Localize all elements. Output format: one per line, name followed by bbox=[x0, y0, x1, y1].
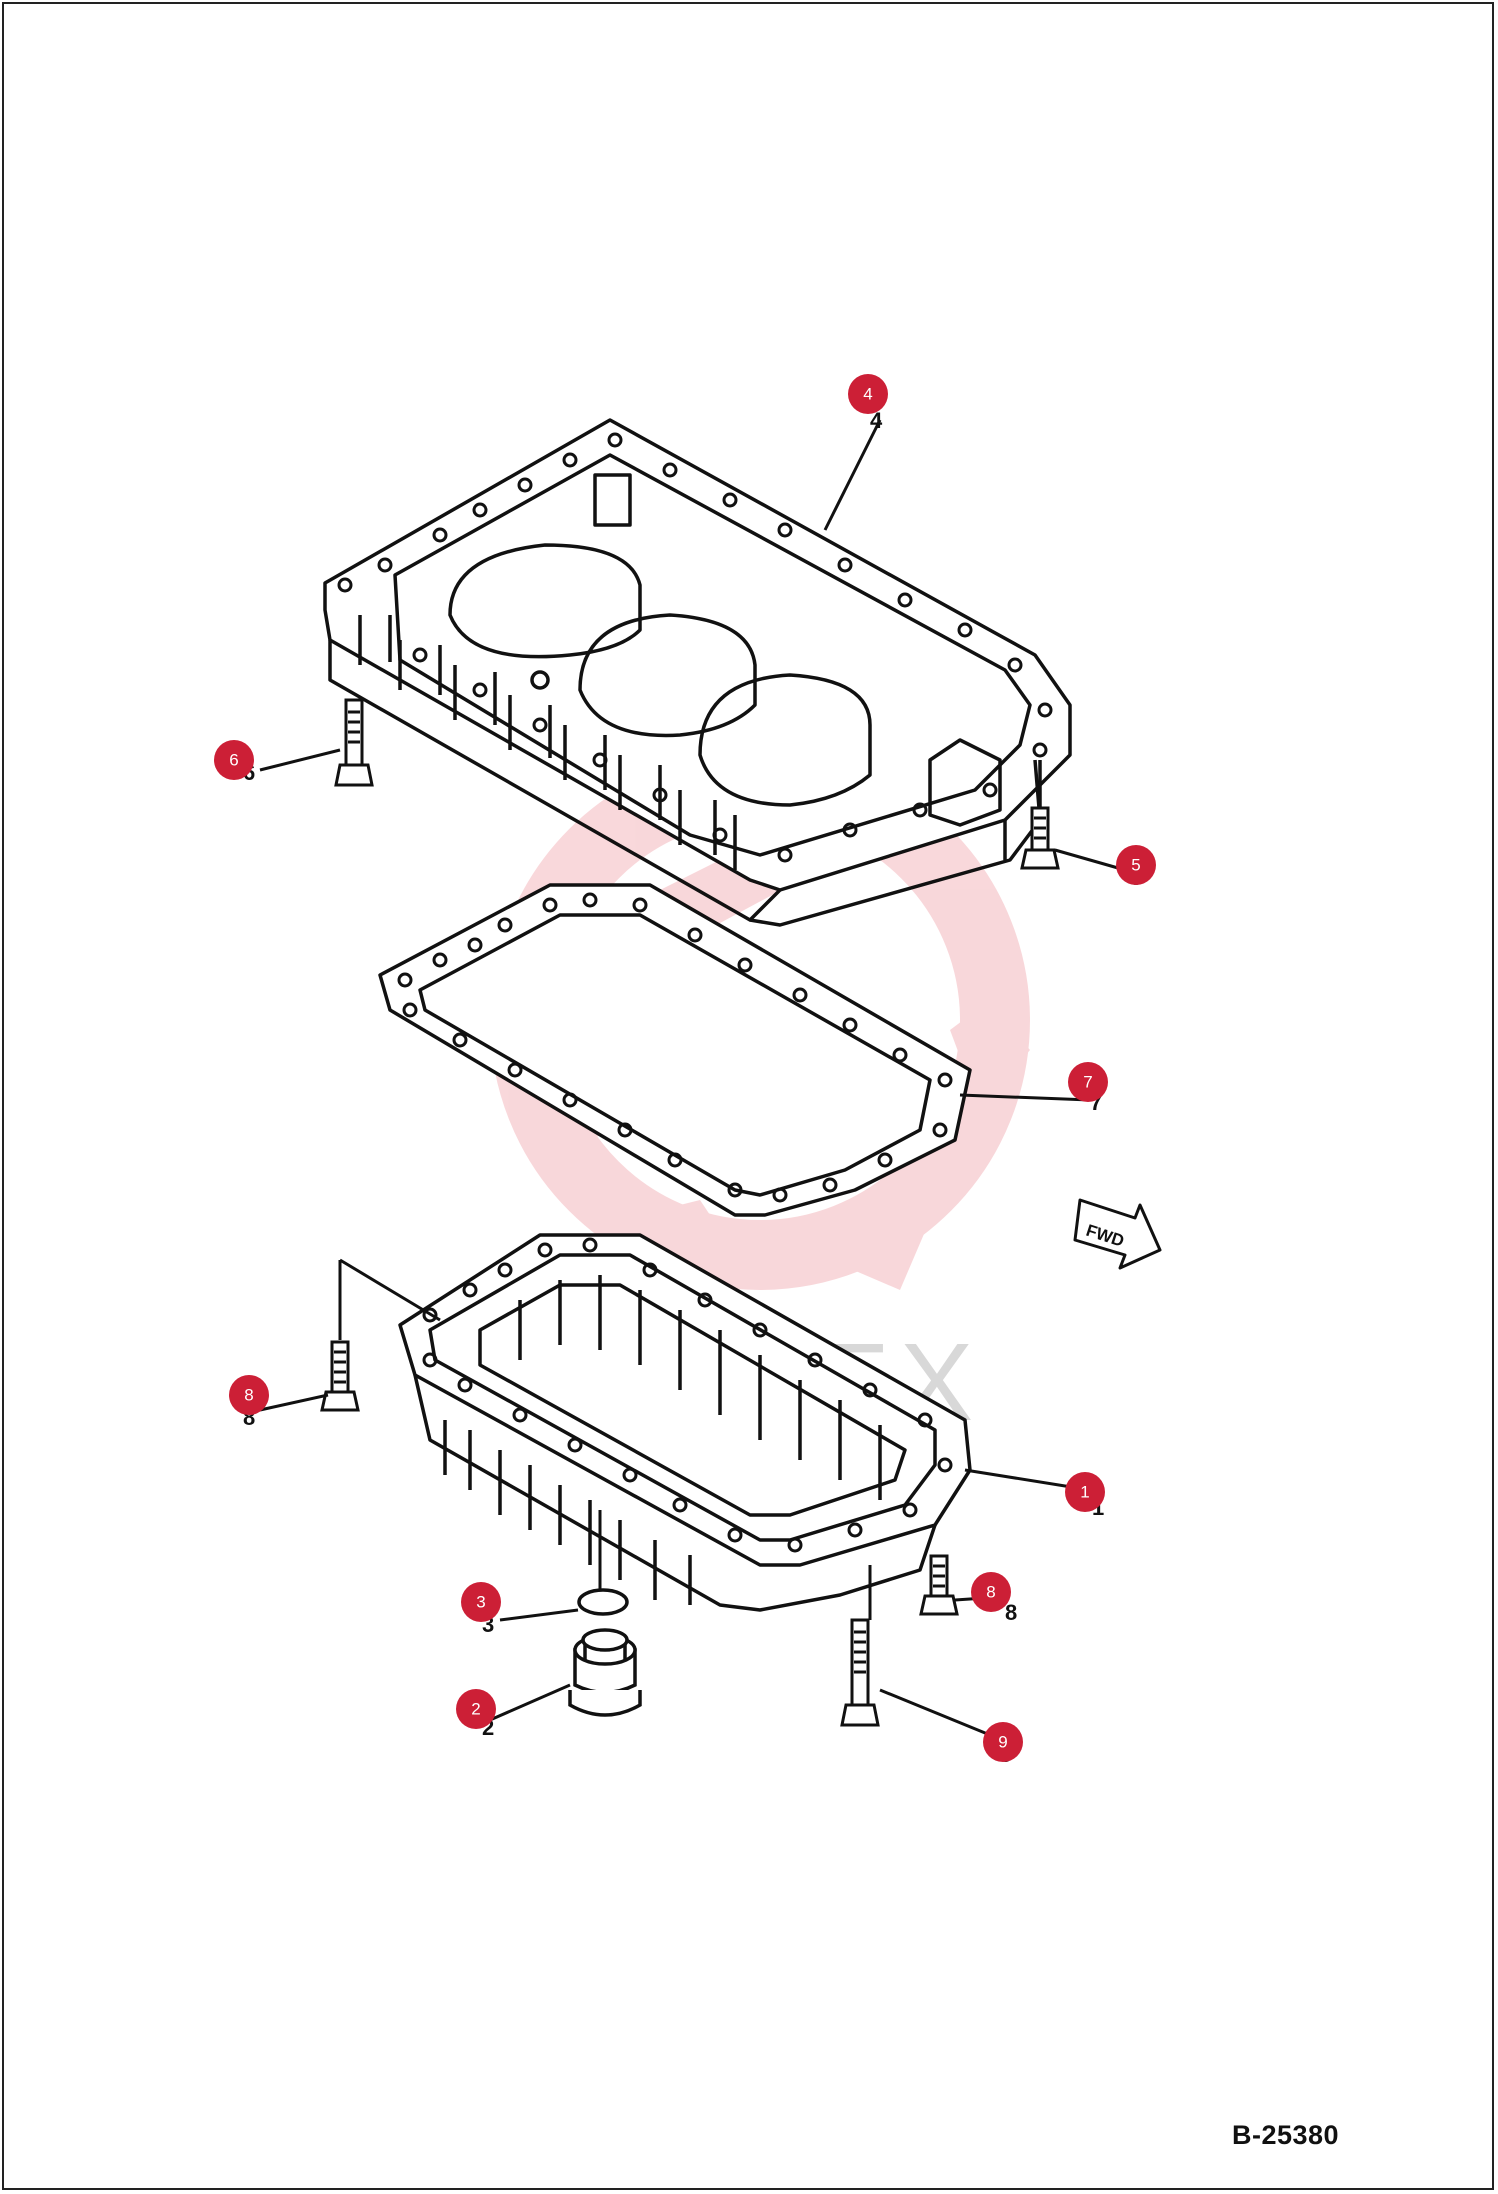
svg-text:7: 7 bbox=[1083, 1073, 1092, 1092]
bolt-part-9 bbox=[840, 1618, 880, 1727]
fwd-arrow: FWD bbox=[1073, 1198, 1162, 1270]
svg-text:8: 8 bbox=[1005, 1600, 1017, 1625]
svg-text:4: 4 bbox=[863, 385, 872, 404]
callout-4[interactable]: 4 bbox=[848, 374, 888, 414]
callout-6[interactable]: 6 bbox=[214, 740, 254, 780]
bolt-part-6 bbox=[334, 698, 374, 787]
drain-plug-part-2 bbox=[568, 1628, 642, 1717]
svg-text:5: 5 bbox=[1131, 856, 1140, 875]
bolt-part-8-left bbox=[320, 1340, 360, 1412]
svg-text:3: 3 bbox=[476, 1593, 485, 1612]
part-gasket bbox=[378, 883, 972, 1217]
svg-text:4: 4 bbox=[870, 408, 883, 433]
svg-text:8: 8 bbox=[244, 1386, 253, 1405]
svg-text:6: 6 bbox=[229, 751, 238, 770]
bolt-part-5 bbox=[1020, 806, 1060, 870]
part-upper-oil-pan bbox=[323, 418, 1072, 927]
bolt-part-8-right bbox=[919, 1554, 959, 1616]
callout-9[interactable]: 9 bbox=[983, 1722, 1023, 1762]
o-ring-part-3 bbox=[577, 1588, 629, 1616]
callout-3[interactable]: 3 bbox=[461, 1582, 501, 1622]
part-lower-oil-pan bbox=[398, 1233, 972, 1612]
callout-7[interactable]: 7 bbox=[1068, 1062, 1108, 1102]
callout-1[interactable]: 1 bbox=[1065, 1472, 1105, 1512]
svg-text:2: 2 bbox=[471, 1700, 480, 1719]
leader-lines bbox=[259, 419, 1126, 1737]
svg-text:1: 1 bbox=[1080, 1483, 1089, 1502]
callout-5[interactable]: 5 bbox=[1116, 845, 1156, 885]
drawing-number: B-25380 bbox=[1232, 2120, 1340, 2150]
callout-8-left[interactable]: 8 bbox=[229, 1375, 269, 1415]
svg-text:8: 8 bbox=[986, 1583, 995, 1602]
callout-2[interactable]: 2 bbox=[456, 1689, 496, 1729]
svg-text:9: 9 bbox=[998, 1733, 1007, 1752]
callout-markers: 4 6 5 7 8 1 8 3 bbox=[214, 374, 1156, 1762]
callout-8-right[interactable]: 8 bbox=[971, 1572, 1011, 1612]
